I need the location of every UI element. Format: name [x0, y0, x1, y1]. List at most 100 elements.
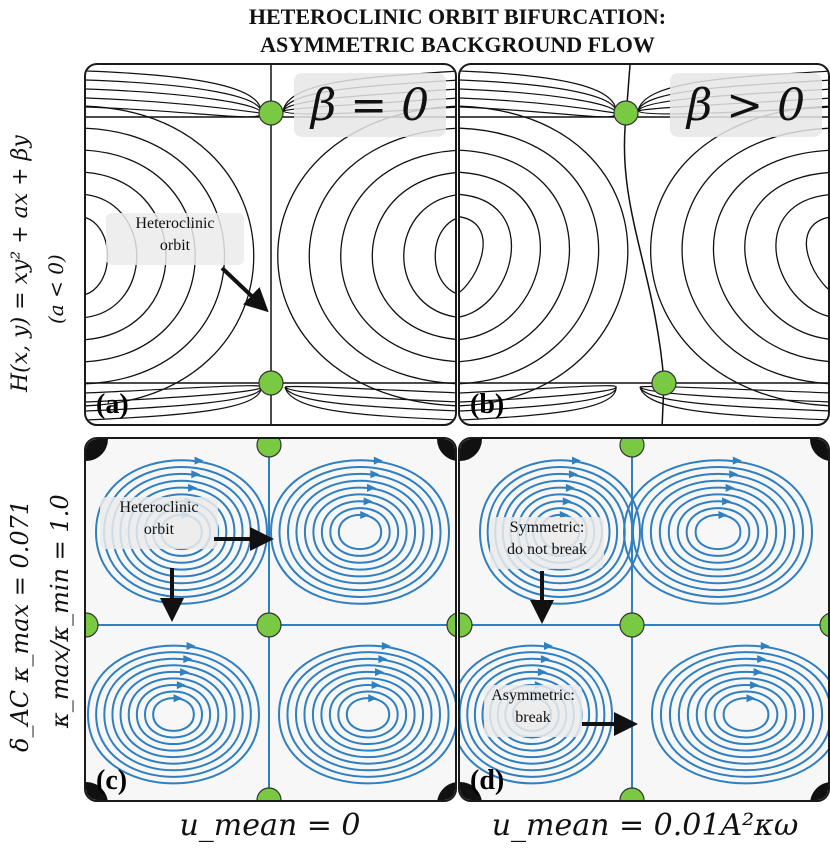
panel-c-cell-bottom-right-flow-arrow-8 [368, 694, 378, 703]
panel-d-cell-top-right-flow-arrow-8 [718, 511, 728, 520]
panel-c-cell-bottom-left-flow-arrow-4 [180, 668, 190, 677]
panel-c-corner-2 [86, 782, 108, 800]
panel-c-cell-bottom-right-streamline-0 [278, 644, 455, 785]
panel-d-saddle-point-4 [619, 787, 645, 800]
panel-c-cell-bottom-right-flow-arrow-6 [371, 681, 381, 690]
panel-b-beta-label: β > 0 [670, 73, 822, 137]
panel-b-right-contour-4 [681, 127, 828, 384]
panel-b-separatrix-tilted [623, 65, 665, 424]
panel-c-cell-bottom-left-streamline-2 [103, 657, 244, 772]
panel-d-corner-0 [460, 439, 482, 461]
panel-d-cell-bottom-left-flow-arrow-4 [537, 668, 547, 677]
panel-d-cell-bottom-left-streamline-2 [466, 657, 598, 772]
panel-d-cell-bottom-left-streamline-0 [460, 644, 614, 785]
panel-c-cell-top-left-flow-arrow-4 [188, 483, 198, 492]
panel-d-saddle-point-0 [619, 439, 645, 458]
panel-d-cell-top-right-streamline-4 [658, 486, 778, 578]
row-label-top-sub: (a < 0) [44, 254, 68, 324]
panel-c-cell-top-right-streamline-3 [295, 479, 425, 585]
panel-c-annotation: Heteroclinic orbit [100, 497, 218, 549]
panel-a-right-contour-1 [403, 194, 455, 318]
panel-a-top-left-curve-1 [86, 79, 262, 114]
panel-c-cell-top-right-streamline-4 [303, 486, 417, 578]
panel-d-saddle-point-3 [819, 613, 828, 637]
panel-b-contours: β > 0 (b) [458, 63, 830, 426]
panel-d-cell-bottom-right-streamline-7 [713, 690, 779, 739]
panel-c-label: (c) [96, 765, 128, 796]
panel-a-bottom-left-curve-2 [86, 386, 262, 403]
panel-b-saddle-point-0 [613, 100, 639, 126]
panel-b-bottom-right-curve-1 [639, 386, 828, 412]
panel-d-annotation-top-line2: do not break [507, 541, 587, 558]
panel-c-cell-top-right-flow-arrow-8 [360, 511, 370, 520]
panel-c-saddle-point-1 [86, 612, 99, 638]
panel-d-cell-top-right-streamline-7 [685, 507, 751, 557]
row-label-top-main: H(x, y) = xy² + ax + βy [8, 135, 33, 392]
panel-d-cell-top-right-flow-arrow-0 [732, 456, 742, 465]
panel-a-right-contour-0 [434, 218, 455, 294]
panel-d-cell-top-left-streamline-0 [479, 459, 642, 605]
panel-c-cell-top-right-streamline-1 [278, 466, 442, 598]
panel-c-cell-top-right-streamline-0 [270, 459, 451, 605]
panel-a-beta-label: β = 0 [294, 73, 446, 137]
panel-d-corner-3 [810, 782, 828, 800]
panel-d-saddle-point-2 [619, 612, 645, 638]
panel-d-cell-bottom-right-streamline-5 [695, 677, 797, 752]
panel-d-annotation-top: Symmetric: do not break [490, 517, 604, 569]
panel-a-top-left-curve-0 [86, 70, 262, 114]
panel-b-left-contour-0 [460, 216, 484, 293]
panel-b-saddle-point-1 [651, 370, 677, 396]
panel-d-cell-bottom-right-flow-arrow-0 [760, 642, 770, 651]
panel-c-cell-bottom-left-flow-arrow-0 [186, 642, 196, 651]
panel-d-cell-top-right-flow-arrow-2 [729, 470, 739, 479]
panel-d-corner-1 [810, 439, 828, 461]
panel-d-cell-top-right-streamline-3 [649, 479, 787, 585]
figure-title-line2: ASYMMETRIC BACKGROUND FLOW [260, 32, 655, 57]
panel-d-cell-bottom-right-streamline-8 [722, 697, 770, 732]
panel-d-cell-top-right-flow-arrow-4 [725, 483, 735, 492]
panel-d-cell-top-right-streamline-0 [623, 459, 814, 605]
panel-a-right-contour-3 [340, 150, 455, 362]
panel-d-cell-bottom-left-streamline-3 [473, 664, 591, 765]
panel-c-corner-3 [437, 782, 455, 800]
panel-a-bottom-left-curve-1 [86, 386, 262, 412]
panel-c-cell-bottom-left-flow-arrow-6 [176, 681, 186, 690]
panel-a-top-left-curve-2 [86, 88, 262, 114]
panel-b-left-contour-3 [460, 149, 570, 363]
panel-c-streamline-plot [86, 439, 455, 800]
panel-d-cell-top-left-flow-arrow-2 [568, 470, 578, 479]
panel-b-bottom-left-curve-3 [460, 385, 617, 394]
panel-a-contours: β = 0 Heteroclinic orbit (a) [84, 63, 457, 426]
panel-a-top-left-curve-3 [86, 97, 262, 114]
panel-d-cell-bottom-right-streamline-6 [704, 684, 788, 745]
panel-a-label: (a) [96, 389, 129, 420]
panel-b-bottom-right-curve-2 [639, 386, 828, 403]
panel-b-bottom-left-curve-2 [460, 386, 617, 403]
panel-c-cell-bottom-right-streamline-5 [320, 677, 416, 752]
panel-b-left-contour-2 [460, 171, 542, 340]
panel-d-cell-bottom-right-flow-arrow-8 [746, 694, 756, 703]
row-label-bottom-main: δ_AC κ_max = 0.071 [6, 499, 34, 752]
panel-c-cell-bottom-right-flow-arrow-0 [381, 642, 391, 651]
panel-b-right-contour-0 [805, 216, 828, 290]
panel-b-bottom-left-curve-0 [460, 386, 617, 421]
panel-d-cell-top-right-streamline-1 [631, 466, 805, 598]
panel-c-cell-top-right-flow-arrow-6 [363, 497, 373, 506]
panel-a-right-contour-5 [277, 105, 455, 407]
panel-c-cell-top-left-streamline-3 [119, 479, 244, 585]
panel-a-left-contour-0 [86, 217, 108, 295]
panel-c-annotation-line1: Heteroclinic [119, 499, 199, 516]
panel-d-saddle-point-1 [460, 612, 473, 638]
panel-c-cell-top-left-flow-arrow-0 [194, 456, 204, 465]
panel-d-cell-bottom-right-flow-arrow-6 [750, 681, 760, 690]
figure-title-line1: HETEROCLINIC ORBIT BIFURCATION: [248, 4, 667, 29]
panel-c-streamlines: Heteroclinic orbit (c) [84, 437, 457, 802]
panel-a-bottom-left-curve-3 [86, 385, 262, 394]
panel-d-cell-bottom-right-flow-arrow-2 [757, 655, 767, 664]
panel-c-saddle-point-0 [256, 439, 282, 458]
panel-b-top-left-curve-3 [460, 97, 617, 114]
panel-d-cell-bottom-left-streamline-1 [460, 651, 606, 778]
panel-a-bottom-left-curve-0 [86, 386, 262, 421]
panel-d-annotation-bottom-line1: Asymmetric: [491, 687, 575, 704]
panel-c-cell-bottom-left-streamline-7 [144, 690, 204, 739]
